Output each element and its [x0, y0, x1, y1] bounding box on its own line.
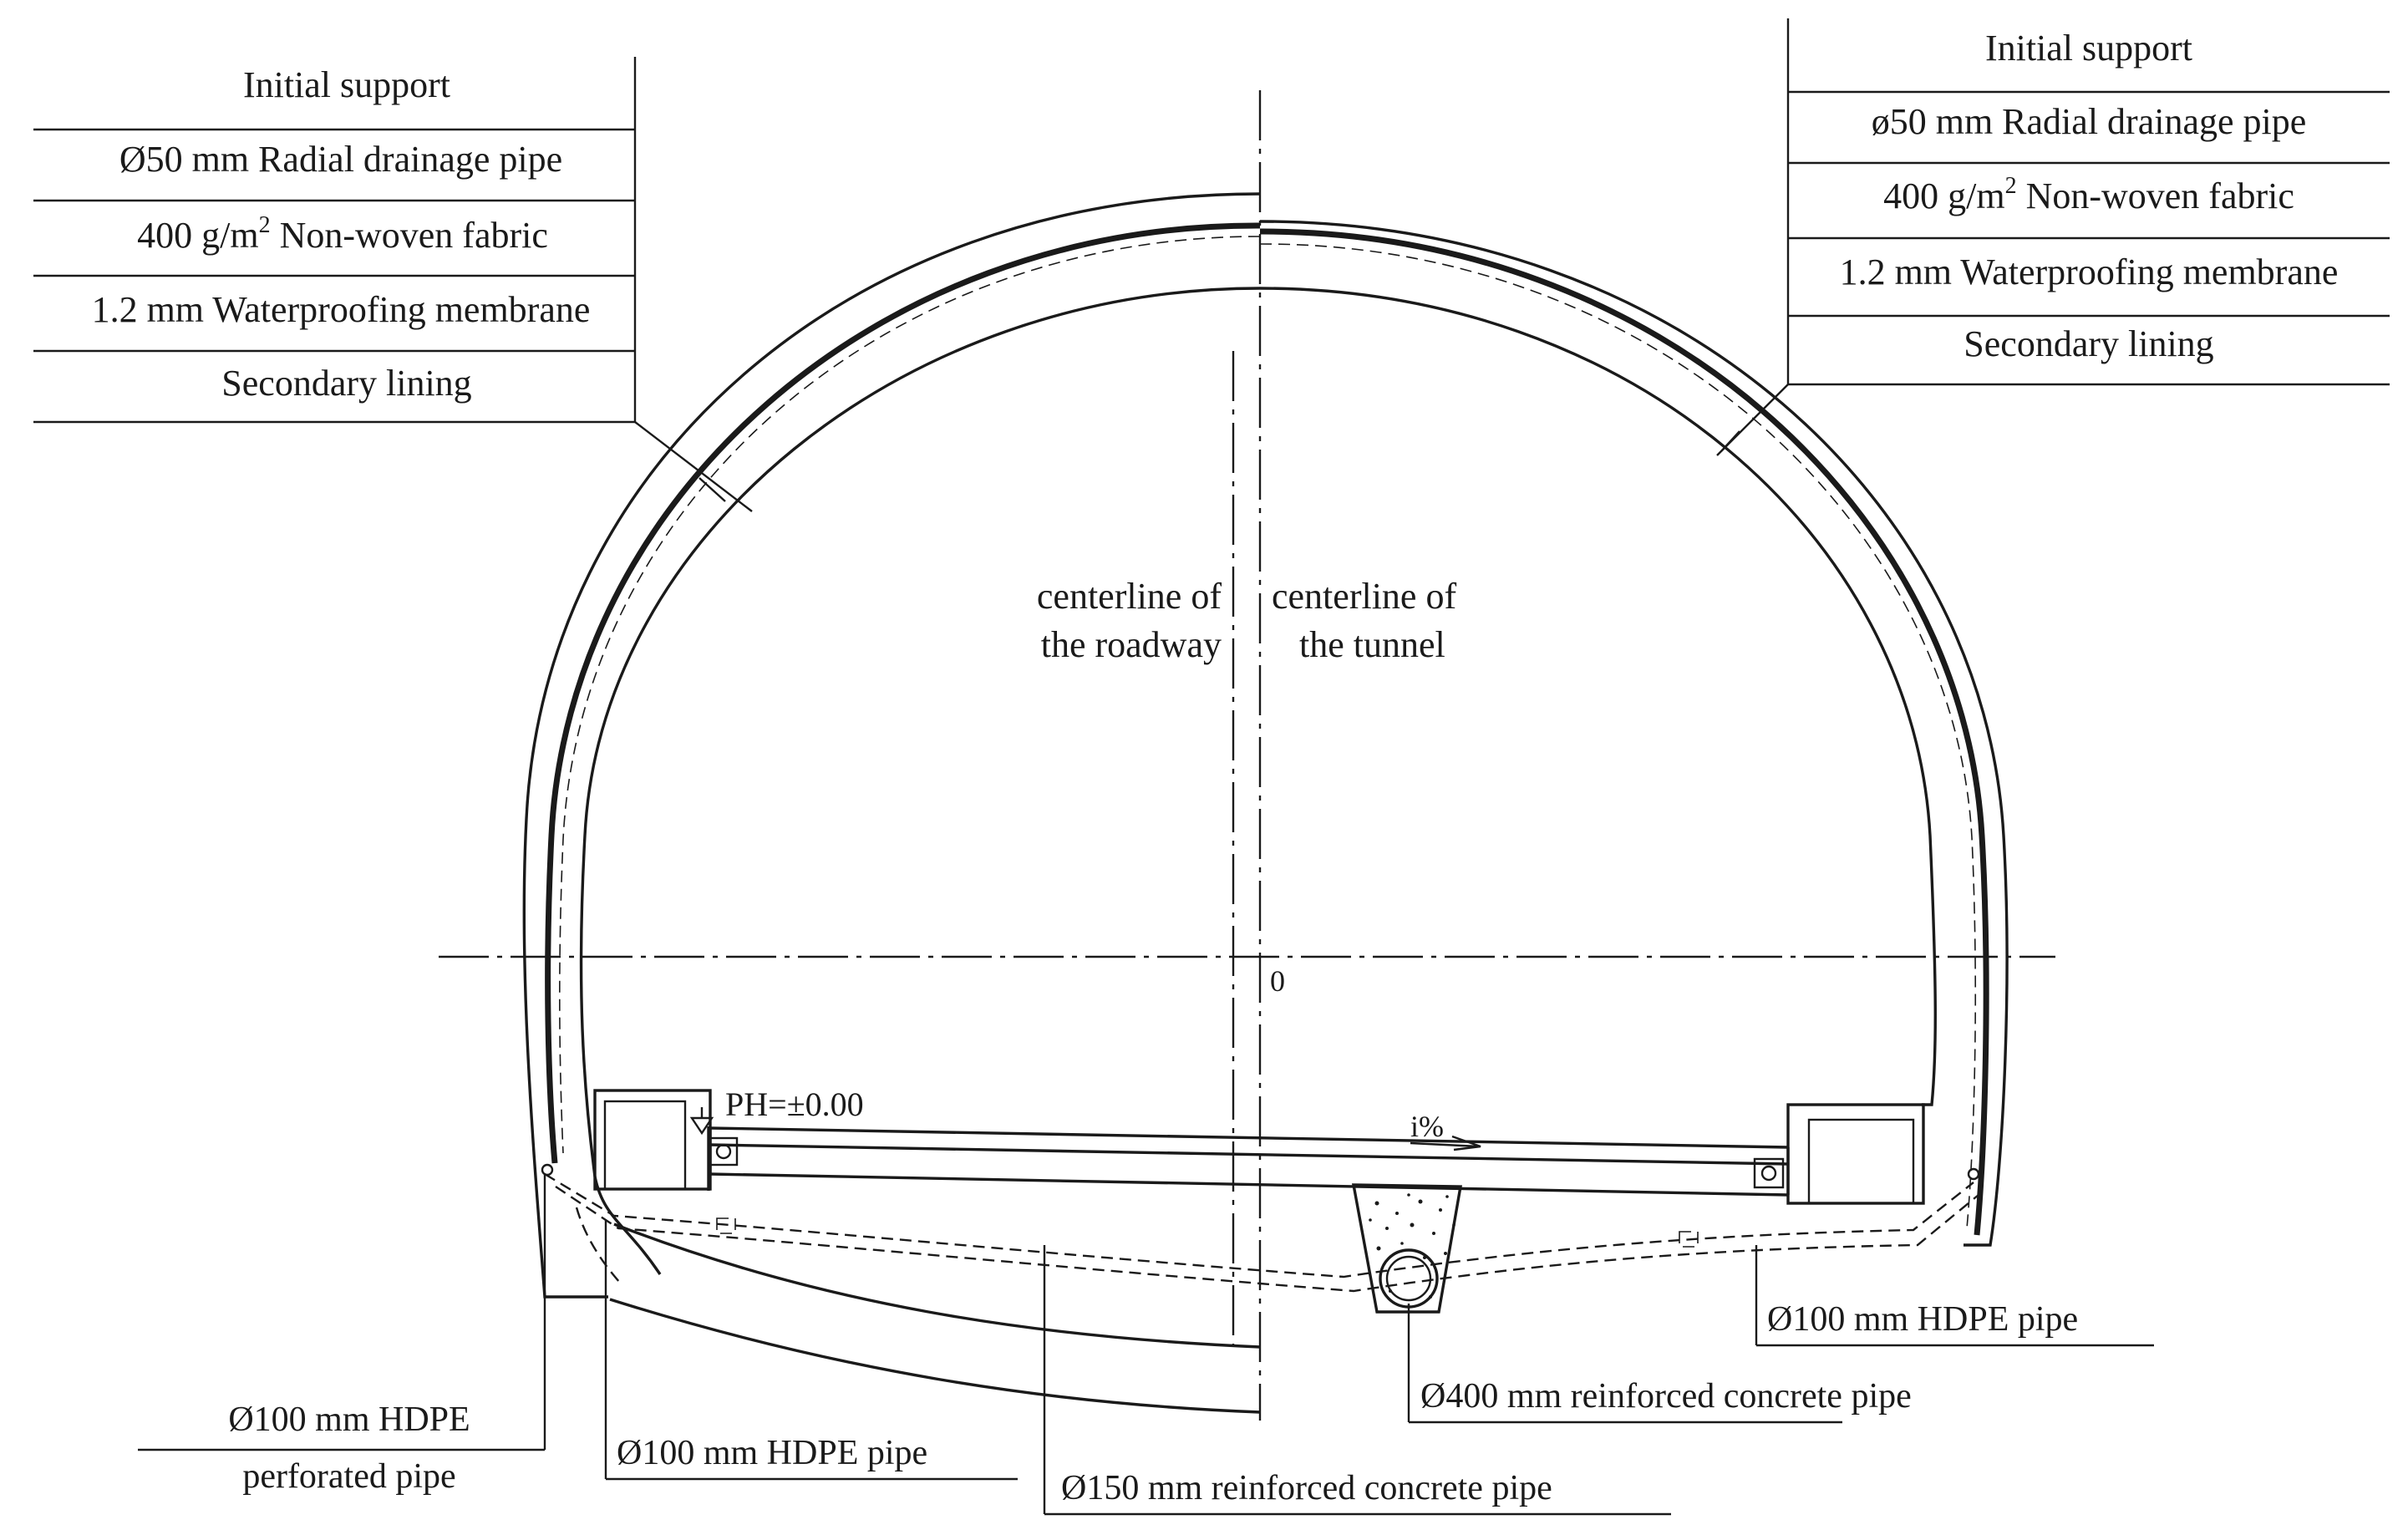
trench-outline [1351, 1183, 1463, 1314]
left-label-secondary-lining: Secondary lining [221, 363, 471, 404]
right-perforated-node [1967, 1167, 1980, 1181]
lining-right-half [1259, 220, 2009, 1247]
right-label-secondary-lining: Secondary lining [1963, 323, 2213, 364]
right-curb-block [1753, 1157, 1785, 1189]
road-pavement [709, 1126, 1790, 1197]
invert-outer-arc [609, 1298, 1261, 1414]
left-label-initial-support: Initial support [243, 64, 450, 105]
left-side-ditch [593, 1089, 712, 1191]
left-perforated-node [541, 1163, 554, 1177]
right-inner-contour [1259, 287, 1937, 1106]
centerlines: centerline of the roadway centerline of … [439, 90, 2055, 1421]
invert [609, 1222, 1261, 1414]
pavement-second [709, 1143, 1789, 1166]
left-outlet-pipe [575, 1207, 621, 1283]
roadway-centerline-label-line2: the roadway [1041, 624, 1222, 665]
left-waterproofing-membrane [545, 222, 1261, 1164]
right-outer-contour [1259, 220, 2009, 1247]
left-ditch-inner [603, 1100, 687, 1191]
right-curb-drain-hole [1760, 1165, 1777, 1182]
left-label-waterproofing-membrane: 1.2 mm Waterproofing membrane [92, 289, 591, 330]
left-leader-line [634, 421, 753, 512]
drainage-pipes [541, 1163, 1980, 1293]
slope-underline [1410, 1141, 1480, 1148]
right-waterproofing-membrane [1259, 228, 1989, 1236]
right-label-waterproofing-membrane: 1.2 mm Waterproofing membrane [1840, 252, 2339, 292]
tunnel-centerline-label-line1: centerline of [1272, 576, 1456, 617]
bottom-callouts: Ø100 mm HDPE perforated pipe Ø100 mm HDP… [138, 1174, 2154, 1516]
roadway-centerline-label-line1: centerline of [1037, 576, 1222, 617]
left-outer-contour [522, 192, 1261, 1299]
rc-400-pipe-inner [1385, 1255, 1432, 1302]
slope-mark: i% [1410, 1110, 1481, 1151]
right-pipe-fitting [1679, 1231, 1699, 1248]
pavement-top [709, 1126, 1789, 1149]
right-label-non-woven-fabric: 400 g/m2 Non-woven fabric [1883, 173, 2294, 216]
elevation-mark: PH=±0.00 [689, 1085, 864, 1136]
left-ditch-outer [593, 1089, 712, 1191]
left-layer-table: Initial support Ø50 mm Radial drainage p… [33, 57, 753, 512]
pavement-base [709, 1172, 1789, 1197]
label-rc-150: Ø150 mm reinforced concrete pipe [1061, 1469, 1552, 1507]
left-curb-block [709, 1136, 739, 1167]
right-layer-table: Initial support ø50 mm Radial drainage p… [1716, 18, 2390, 456]
label-hdpe-perforated-line2: perforated pipe [242, 1457, 455, 1496]
hdpe-perforated-pipe-line [544, 1172, 1974, 1278]
slope-arrow-icon [1451, 1135, 1481, 1151]
invert-inner-arc [613, 1222, 1261, 1349]
label-hdpe-perforated-line1: Ø100 mm HDPE [228, 1400, 470, 1439]
right-ditch-inner [1807, 1118, 1915, 1205]
right-non-woven-fabric [1259, 243, 1977, 1229]
left-curb-drain-hole [715, 1143, 732, 1160]
left-label-radial-drainage-pipe: Ø50 mm Radial drainage pipe [119, 139, 562, 180]
elevation-label: PH=±0.00 [725, 1085, 864, 1123]
rc-400-pipe-outer [1379, 1248, 1439, 1309]
central-drain-trench [1351, 1183, 1463, 1314]
left-label-non-woven-fabric: 400 g/m2 Non-woven fabric [137, 212, 548, 256]
origin-label: 0 [1270, 964, 1285, 998]
hdpe-pipe-line [555, 1186, 1979, 1293]
label-hdpe-right: Ø100 mm HDPE pipe [1767, 1300, 2078, 1339]
slope-label: i% [1410, 1110, 1444, 1143]
label-hdpe-left: Ø100 mm HDPE pipe [617, 1434, 927, 1472]
right-label-initial-support: Initial support [1985, 28, 2192, 69]
left-non-woven-fabric [559, 236, 1261, 1154]
label-rc-400: Ø400 mm reinforced concrete pipe [1420, 1377, 1912, 1416]
right-label-radial-drainage-pipe: ø50 mm Radial drainage pipe [1872, 101, 2307, 142]
tunnel-centerline-label-line2: the tunnel [1299, 624, 1445, 665]
right-side-ditch [1786, 1103, 1925, 1205]
left-pipe-fitting [716, 1217, 736, 1234]
right-layer-tick [1720, 430, 1740, 452]
left-layer-tick [699, 477, 726, 502]
